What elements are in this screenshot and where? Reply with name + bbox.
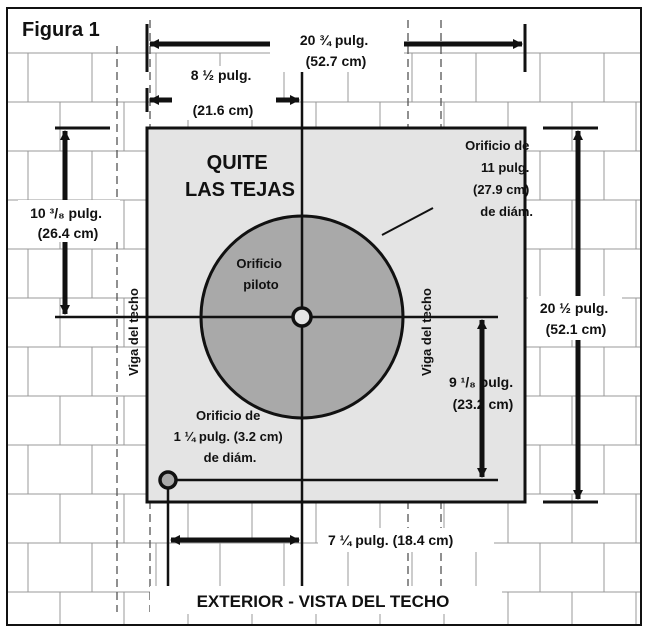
left-height-knockout [18,200,120,242]
right-offset-label: 9 ¹/₈ pulg. (23.2 cm) [449,374,517,412]
cutout-label: QUITE LAS TEJAS [185,152,295,201]
right-height-label: 20 ½ pulg. (52.1 cm) [540,300,612,337]
dimension-extension-lines [55,24,598,504]
roof-joist-lines [116,20,442,612]
pilot-hole [291,306,313,328]
left-height-label: 10 ³/₈ pulg. (26.4 cm) [30,205,106,241]
bottom-offset-label: 7 ¼ pulg. (18.4 cm) [328,532,453,548]
small-hole-label: Orificio de 1 ¼ pulg. (3.2 cm) de diám. [174,408,287,465]
top-offset-knockout [172,66,276,120]
bottom-caption: EXTERIOR - VISTA DEL TECHO [197,592,450,611]
joist-label-left: Viga del techo [126,288,141,376]
right-height-knockout [528,296,622,340]
figure-title: Figura 1 [22,19,100,41]
big-hole-pointer [381,207,434,236]
top-width-label: 20 ¾ pulg. (52.7 cm) [300,32,372,69]
top-offset-label: 8 ½ pulg. (21.6 cm) [191,67,256,118]
caption-knockout [150,586,502,614]
title-knockout [14,13,118,43]
small-hole [158,470,178,490]
big-hole-label: Orificio de 11 pulg. (27.9 cm) de diám. [465,138,533,219]
top-width-knockout [270,28,404,72]
joist-label-right: Viga del techo [419,288,434,376]
bottom-offset-knockout [318,528,494,552]
pilot-hole-label: Orificio piloto [236,256,285,292]
